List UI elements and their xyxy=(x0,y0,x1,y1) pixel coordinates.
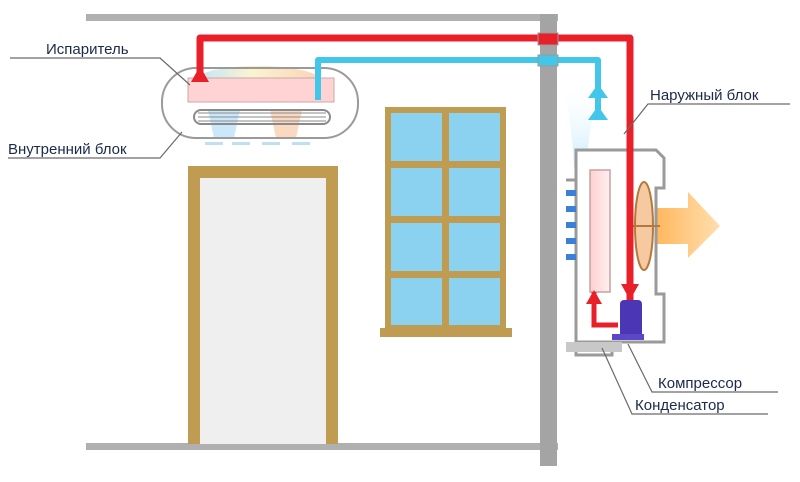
fin xyxy=(566,222,576,228)
evaporator-leader xyxy=(10,57,191,86)
outdoor-unit-leader xyxy=(623,103,790,135)
blue-fins xyxy=(566,190,576,260)
window-pane xyxy=(391,223,442,271)
window-pane xyxy=(449,168,500,216)
fin xyxy=(566,190,576,196)
indoor-unit-leader xyxy=(8,131,183,159)
compressor-body xyxy=(620,300,642,338)
leader-lines xyxy=(8,57,790,415)
air-dash xyxy=(262,142,280,145)
cold-arrow-head xyxy=(588,106,608,120)
condenser-label: Конденсатор xyxy=(635,397,725,414)
wall-sleeve-blue xyxy=(537,54,559,67)
indoor-fan-blades xyxy=(198,112,326,122)
ceiling-line xyxy=(86,14,558,21)
door xyxy=(188,166,338,444)
window-sill xyxy=(380,328,512,337)
outdoor-unit xyxy=(566,148,666,357)
outer-wall xyxy=(540,14,557,466)
hot-arrow-up xyxy=(191,66,209,82)
building xyxy=(86,14,558,466)
compressor-label: Компрессор xyxy=(658,375,742,392)
fin xyxy=(566,238,576,244)
fin xyxy=(566,254,576,260)
indoor-unit-label: Внутренний блок xyxy=(8,141,127,158)
cold-plume xyxy=(562,80,598,168)
outdoor-unit-foot xyxy=(566,342,622,352)
compressor xyxy=(612,300,644,340)
air-dash xyxy=(292,142,310,145)
indoor-fan xyxy=(193,109,331,125)
evaporator-label: Испаритель xyxy=(46,41,129,58)
hot-line xyxy=(196,34,634,300)
hot-loop-arrow xyxy=(586,290,602,304)
compressor-base xyxy=(612,334,644,340)
window xyxy=(380,107,512,337)
condenser-coil xyxy=(589,169,611,293)
door-panel xyxy=(200,178,326,444)
refrigerant-lines xyxy=(191,32,639,328)
indoor-unit xyxy=(161,67,359,139)
window-pane xyxy=(391,168,442,216)
floor-line xyxy=(86,443,558,450)
evaporator-coil xyxy=(187,77,335,103)
condenser-leader xyxy=(601,347,768,415)
window-pane xyxy=(449,113,500,161)
window-panes xyxy=(391,113,500,325)
window-pane xyxy=(391,113,442,161)
outdoor-unit-label: Наружный блок xyxy=(650,87,759,104)
fin xyxy=(566,206,576,212)
air-dash xyxy=(232,142,250,145)
hot-arrow-down xyxy=(621,284,639,300)
window-pane xyxy=(391,278,442,325)
window-pane xyxy=(449,278,500,325)
cold-arrow-tip xyxy=(588,84,608,98)
window-pane xyxy=(449,223,500,271)
wall-sleeve xyxy=(537,32,559,46)
compressor-leader xyxy=(627,343,778,393)
air-dashes xyxy=(205,142,310,145)
air-dash xyxy=(205,142,223,145)
